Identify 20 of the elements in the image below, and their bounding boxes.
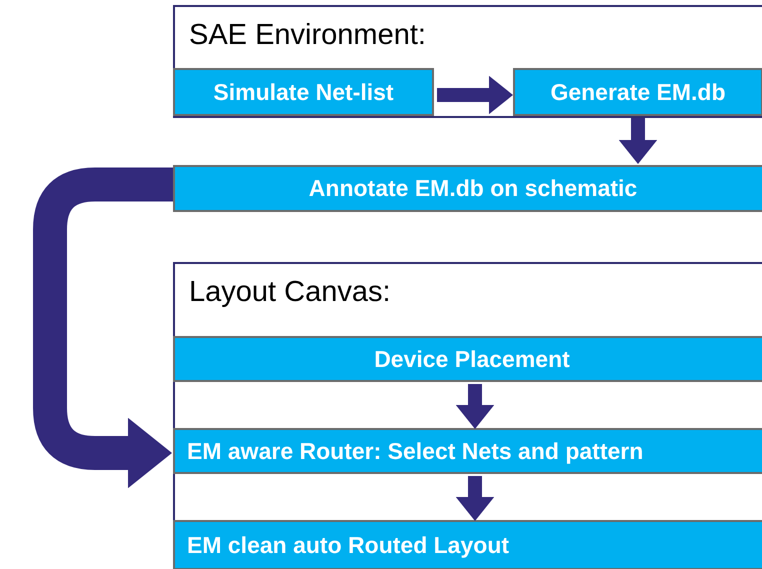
arrow	[456, 476, 494, 521]
step-label: EM aware Router: Select Nets and pattern	[187, 440, 644, 462]
step-label: Annotate EM.db on schematic	[308, 177, 638, 200]
process-box	[173, 428, 762, 474]
panel-heading: SAE Environment:	[189, 21, 426, 50]
step-label: Device Placement	[374, 348, 570, 370]
group-panel	[173, 5, 762, 118]
process-box	[173, 336, 762, 382]
step-label: Generate EM.db	[550, 80, 726, 104]
group-panel	[173, 262, 762, 569]
process-box	[513, 68, 762, 116]
arrow	[456, 384, 494, 429]
arrow	[618, 118, 658, 164]
arrow	[437, 76, 513, 114]
step-label: Simulate Net-list	[213, 80, 394, 104]
process-box	[173, 520, 762, 569]
panel-heading: Layout Canvas:	[189, 278, 391, 307]
process-box	[173, 165, 762, 212]
process-box	[173, 68, 434, 116]
step-label: EM clean auto Routed Layout	[187, 534, 510, 556]
